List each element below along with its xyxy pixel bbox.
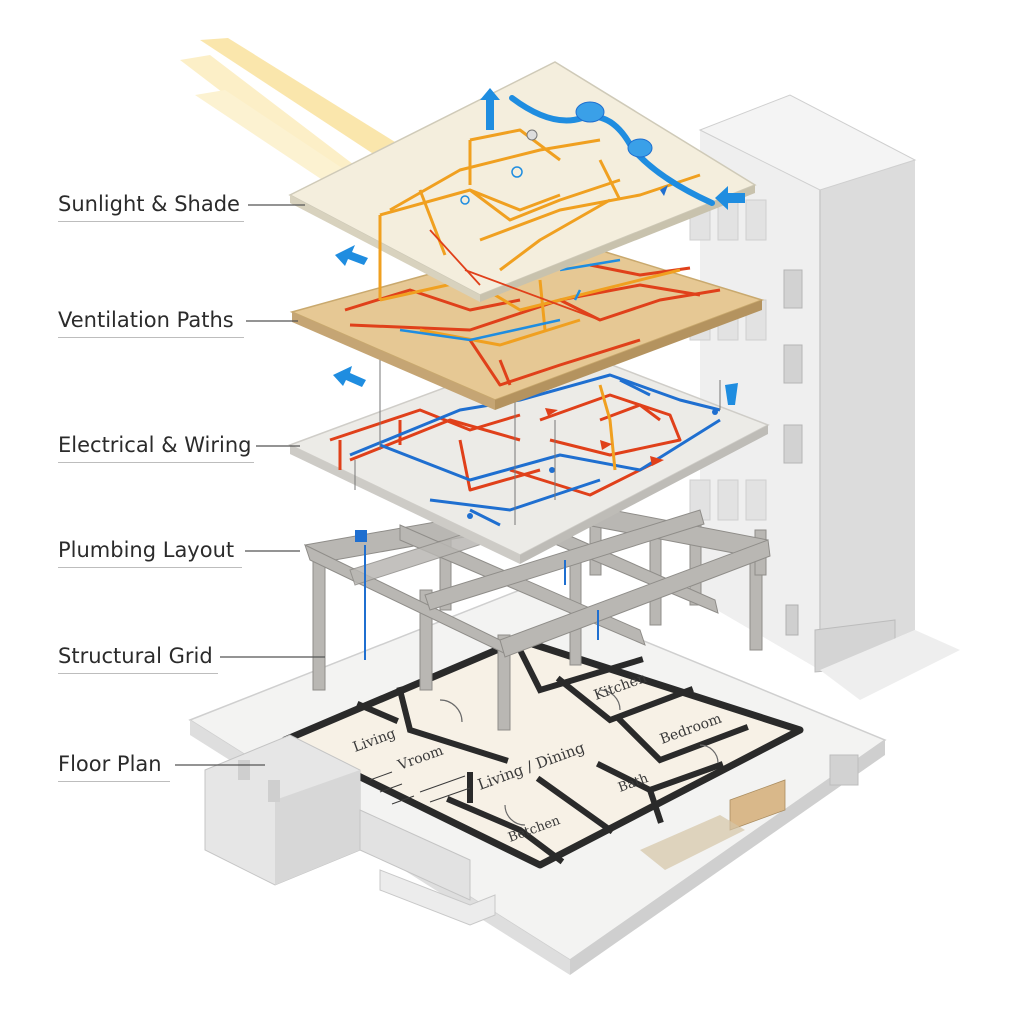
label-underline [58,337,244,338]
label-leader-lines [175,204,325,766]
label-structural-grid: Structural Grid [58,644,213,668]
label-underline [58,781,170,782]
label-floor-plan: Floor Plan [58,752,162,776]
label-underline [58,221,244,222]
floor-plan-layer: Living Vroom Living / Dining Kitchen Bed… [188,589,887,975]
airflow-arrows [333,88,745,405]
electrical-wiring-layer [288,344,770,564]
background-building [689,94,960,700]
structural-grid-layer [304,474,771,731]
label-underline [58,673,218,674]
label-ventilation-paths: Ventilation Paths [58,308,234,332]
ventilation-paths-layer [289,237,765,410]
plumbing-risers [364,545,599,660]
label-sunlight-shade: Sunlight & Shade [58,192,240,216]
label-underline [58,567,242,568]
plan-annotations [369,771,471,805]
label-electrical-wiring: Electrical & Wiring [58,433,252,457]
label-underline [58,462,254,463]
sunlight-shade-layer [288,61,757,321]
label-plumbing-layout: Plumbing Layout [58,538,235,562]
duct-fittings [575,101,653,158]
